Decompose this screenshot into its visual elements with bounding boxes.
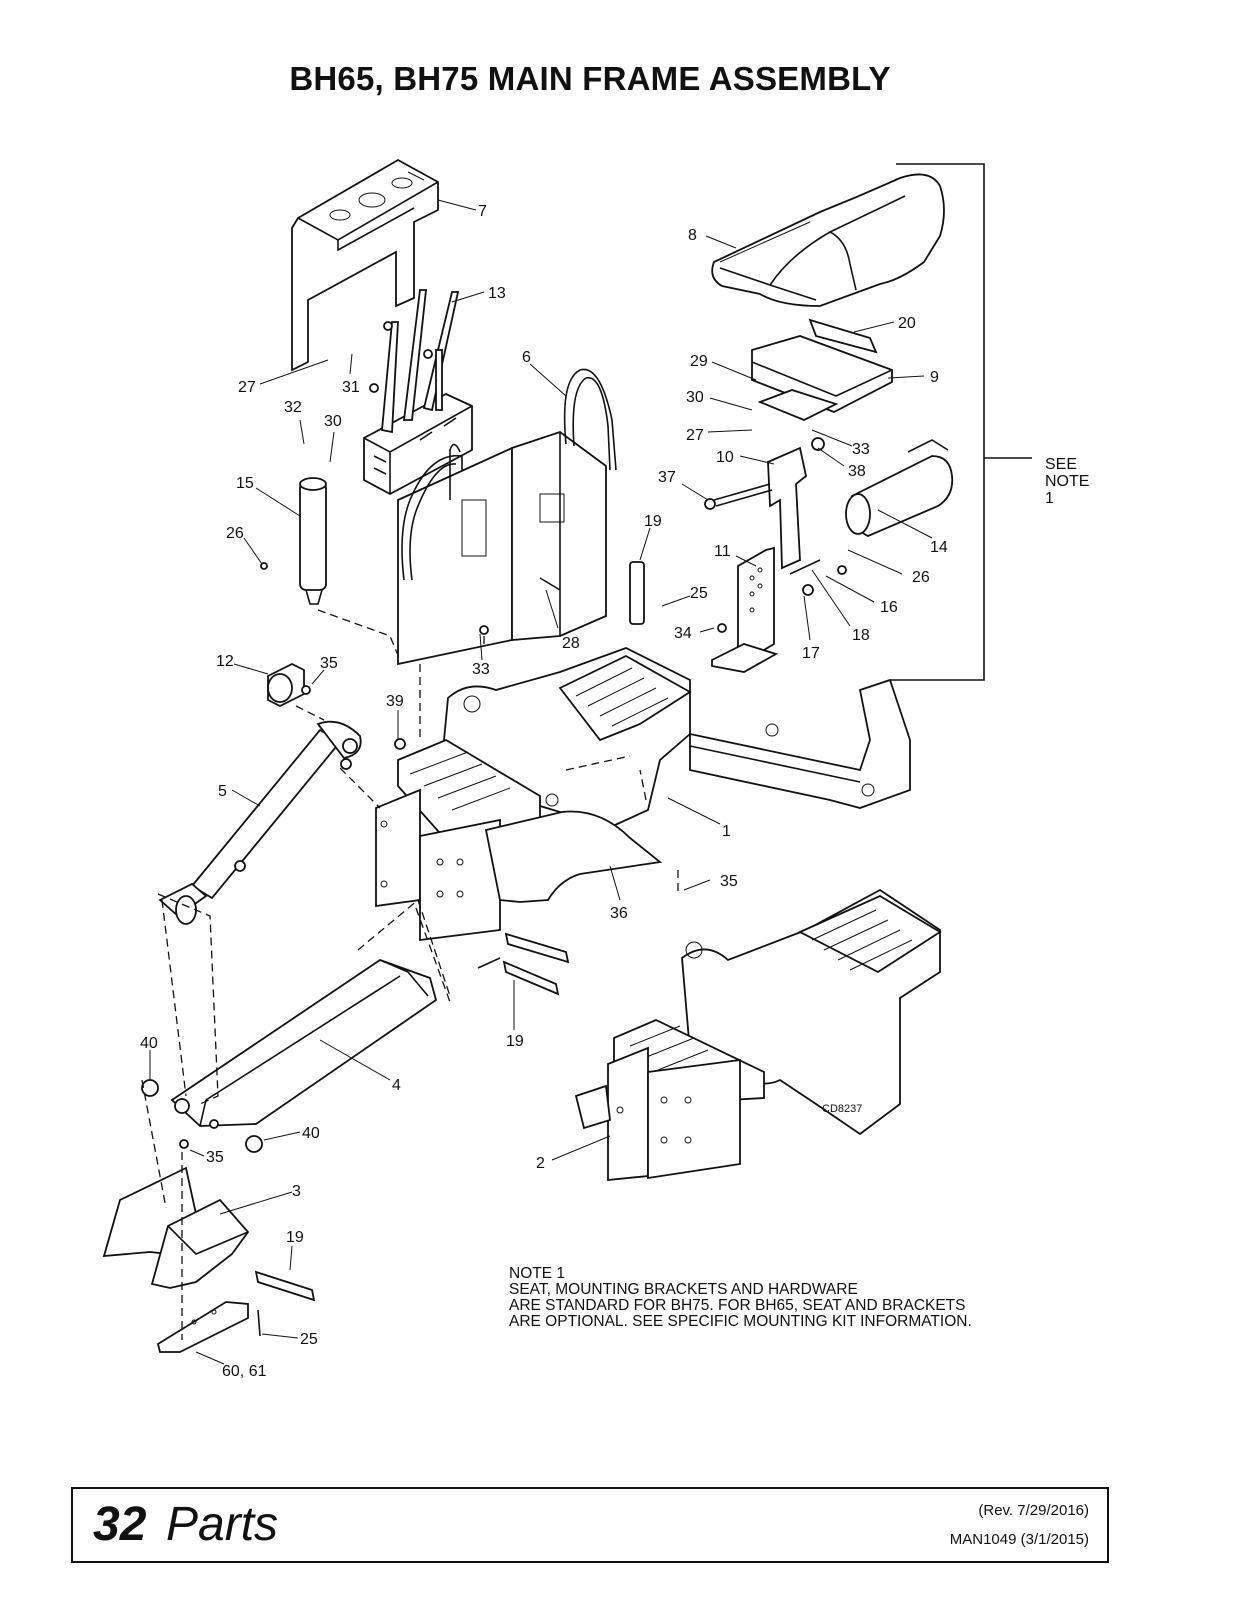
hydraulic-cylinder-part [158, 720, 362, 925]
callout-12: 12 [216, 653, 234, 670]
see-note-label: SEE NOTE 1 [1045, 456, 1089, 507]
console-frame-part [397, 368, 617, 666]
callout-31: 31 [342, 379, 360, 396]
callout-34: 34 [674, 625, 692, 642]
callout-11: 11 [714, 543, 731, 560]
small-hardware-part [260, 437, 847, 750]
footer-section-title: Parts [166, 1498, 279, 1551]
control-valve-part [363, 289, 473, 496]
see-note-line: 1 [1045, 490, 1054, 507]
callout-3: 3 [292, 1183, 301, 1200]
callout-33: 33 [472, 661, 490, 678]
callout-35: 35 [206, 1149, 224, 1166]
callout-15: 15 [236, 475, 254, 492]
callout-10: 10 [716, 449, 734, 466]
callout-26: 26 [226, 525, 244, 542]
callout-19: 19 [286, 1229, 304, 1246]
callout-4: 4 [392, 1077, 401, 1094]
footer-revision: (Rev. 7/29/2016) [978, 1502, 1089, 1519]
callout-17: 17 [802, 645, 820, 662]
footer-manual-number: MAN1049 (3/1/2015) [949, 1531, 1089, 1548]
main-frame-part [375, 647, 911, 942]
callout-13: 13 [488, 285, 506, 302]
see-note-bracket [890, 163, 1032, 681]
pins-19-part [254, 932, 570, 1337]
callout-18: 18 [852, 627, 870, 644]
callout-7: 7 [478, 203, 487, 220]
callout-33: 33 [852, 441, 870, 458]
callout-25: 25 [300, 1331, 318, 1348]
seat-part [711, 173, 945, 307]
note-line: ARE STANDARD FOR BH75. FOR BH65, SEAT AN… [509, 1297, 966, 1314]
stabilizer-arm-part [141, 958, 438, 1153]
callout-40: 40 [302, 1125, 320, 1142]
callout-labels: 7 8 13 20 29 9 6 27 31 30 27 33 32 30 10… [140, 203, 948, 1380]
callout-6: 6 [522, 349, 531, 366]
callout-36: 36 [610, 905, 628, 922]
callout-32: 32 [284, 399, 302, 416]
callout-26: 26 [912, 569, 930, 586]
spacer-12-part [267, 662, 311, 708]
control-console-part [291, 158, 439, 372]
callout-30: 30 [686, 389, 704, 406]
note-line: SEAT, MOUNTING BRACKETS AND HARDWARE [509, 1281, 858, 1298]
see-note-line: NOTE [1045, 473, 1090, 490]
callout-30: 30 [324, 413, 342, 430]
callout-25: 25 [690, 585, 708, 602]
assembly-dashed-lines [141, 609, 679, 1340]
callout-60-61: 60, 61 [222, 1363, 267, 1380]
callout-27: 27 [686, 427, 704, 444]
stabilizer-pad-part [102, 1166, 250, 1353]
callout-19: 19 [644, 513, 662, 530]
seat-brackets-part [711, 318, 893, 673]
callout-29: 29 [690, 353, 708, 370]
callout-2: 2 [536, 1155, 545, 1172]
seat-pivot-part [845, 439, 954, 537]
drawing-code: CD8237 [822, 1103, 862, 1115]
callout-5: 5 [218, 783, 227, 800]
callout-14: 14 [930, 539, 948, 556]
alternate-frame-part [574, 888, 942, 1181]
callout-28: 28 [562, 635, 580, 652]
callout-9: 9 [930, 369, 939, 386]
note-1: NOTE 1 SEAT, MOUNTING BRACKETS AND HARDW… [509, 1266, 972, 1330]
cylinder-15-part [299, 477, 327, 605]
callout-19: 19 [506, 1033, 524, 1050]
callout-35: 35 [320, 655, 338, 672]
callout-27: 27 [238, 379, 256, 396]
callout-39: 39 [386, 693, 404, 710]
callout-40: 40 [140, 1035, 158, 1052]
page-title: BH65, BH75 MAIN FRAME ASSEMBLY [289, 60, 891, 97]
note-heading: NOTE 1 [509, 1265, 565, 1282]
callout-16: 16 [880, 599, 898, 616]
callout-38: 38 [848, 463, 866, 480]
callout-35: 35 [720, 873, 738, 890]
note-line: ARE OPTIONAL. SEE SPECIFIC MOUNTING KIT … [509, 1313, 972, 1330]
leader-lines [149, 199, 933, 1365]
see-note-line: SEE [1045, 456, 1078, 473]
callout-37: 37 [658, 469, 676, 486]
callout-20: 20 [898, 315, 916, 332]
callout-8: 8 [688, 227, 697, 244]
footer-page-number: 32 [93, 1498, 147, 1551]
callout-1: 1 [722, 823, 731, 840]
page-footer: 32 Parts (Rev. 7/29/2016) MAN1049 (3/1/2… [71, 1487, 1109, 1563]
